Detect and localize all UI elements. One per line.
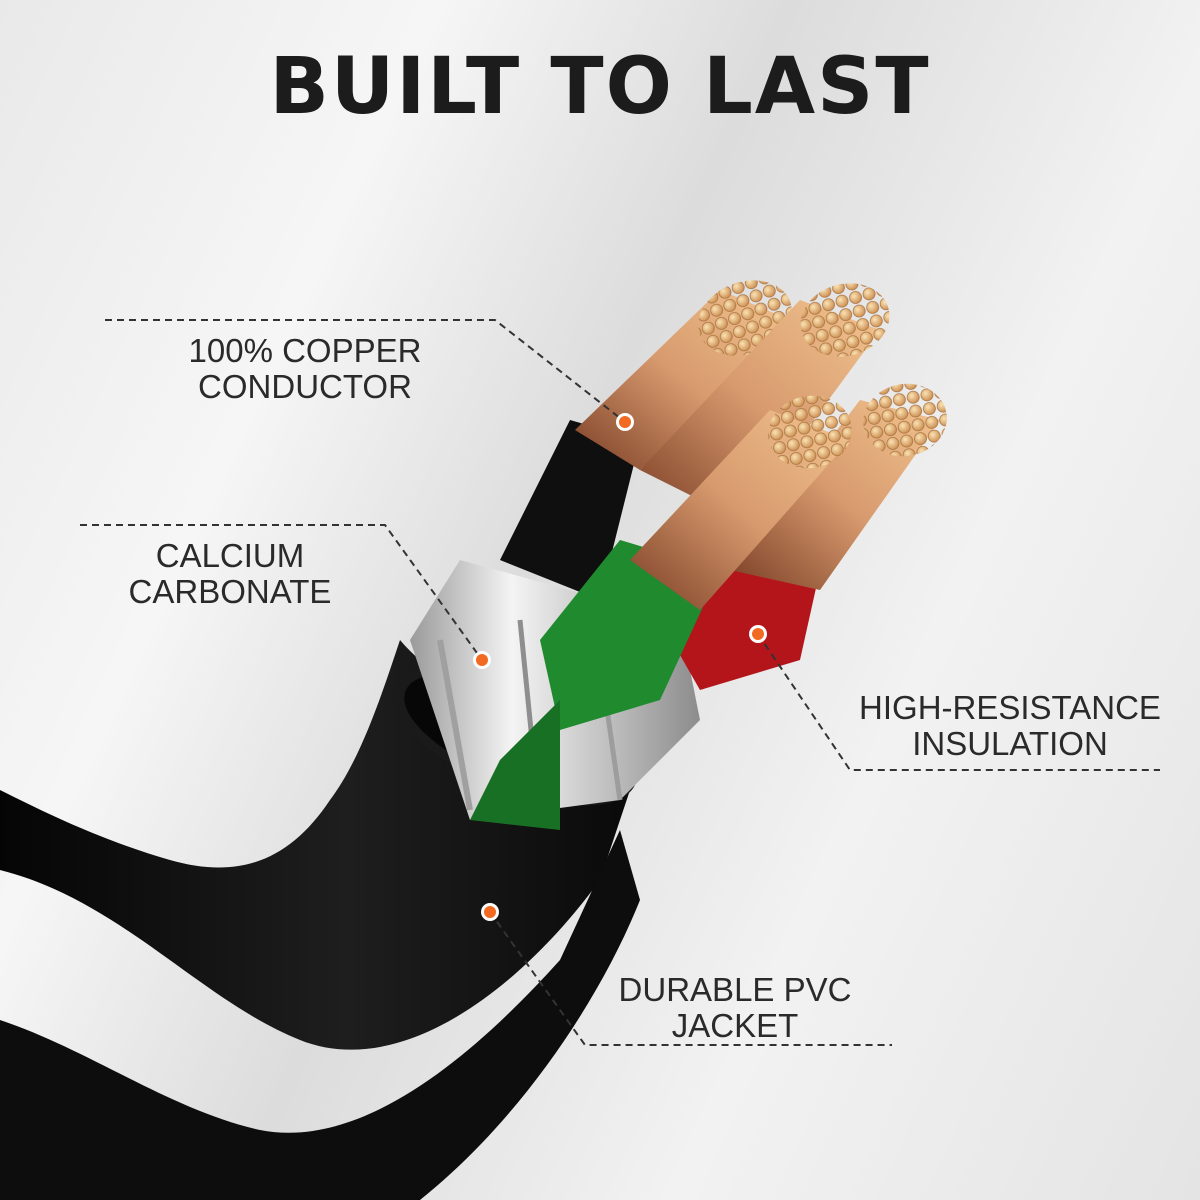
jacket-label-line2: JACKET xyxy=(671,1007,799,1044)
jacket-leader-line xyxy=(489,911,892,1046)
green-wire xyxy=(470,395,852,830)
copper-conductor-label: 100% COPPER CONDUCTOR xyxy=(150,333,460,405)
rear-copper-bundle xyxy=(640,283,890,520)
callout-lines xyxy=(80,319,1160,1046)
insulation-label-line2: INSULATION xyxy=(912,725,1108,762)
copper-leader-line xyxy=(105,319,626,423)
calcium-leader-line xyxy=(80,524,483,661)
insulation-label-line1: HIGH-RESISTANCE xyxy=(859,689,1161,726)
calcium-label-line1: CALCIUM xyxy=(155,537,305,574)
insulation-leader-line xyxy=(757,633,1160,771)
copper-label-line1: 100% COPPER xyxy=(188,332,422,369)
calcium-label-line2: CARBONATE xyxy=(128,573,332,610)
headline: BUILT TO LAST xyxy=(269,42,931,132)
callout-markers xyxy=(473,413,767,921)
copper-label-line2: CONDUCTOR xyxy=(198,368,412,405)
jacket-label-line1: DURABLE PVC xyxy=(618,971,852,1008)
pvc-jacket-label: DURABLE PVC JACKET xyxy=(590,972,880,1044)
insulation-label: HIGH-RESISTANCE INSULATION xyxy=(830,690,1190,762)
calcium-carbonate-label: CALCIUM CARBONATE xyxy=(90,538,370,610)
